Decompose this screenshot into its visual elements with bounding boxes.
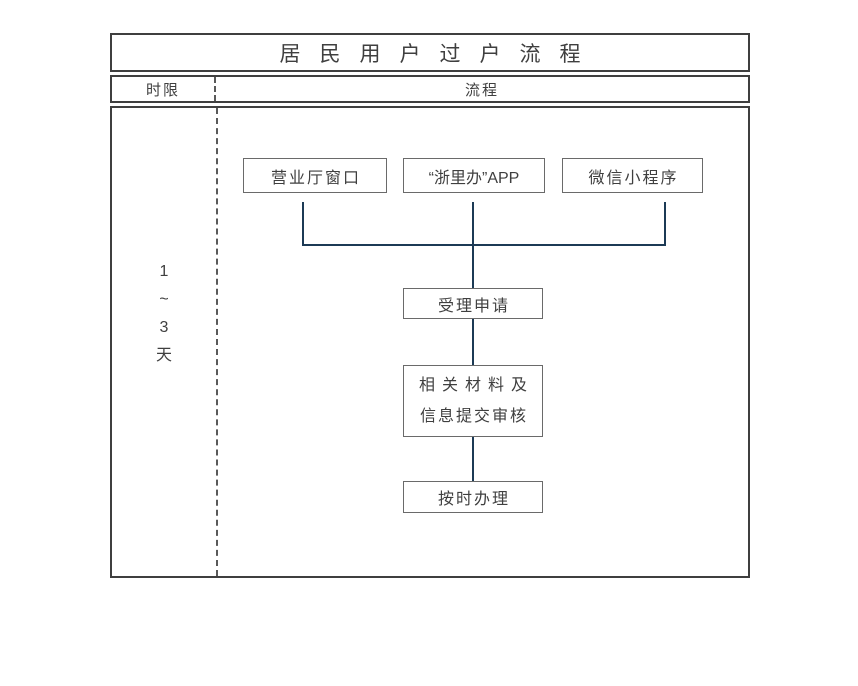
flow-node-label-line2: 信息提交审核	[419, 408, 528, 425]
connector-channel1-down	[302, 202, 304, 246]
flow-node-process-on-time: 按时办理	[403, 481, 543, 513]
time-limit-line: 天	[155, 347, 172, 364]
flow-node-label: 受理申请	[437, 297, 510, 315]
header-cell-process: 流程	[464, 81, 499, 99]
time-limit-line: ~	[159, 291, 169, 308]
flow-node-label: 按时办理	[437, 491, 510, 508]
time-limit-value: 1 ~ 3 天	[112, 258, 216, 370]
title-row: 居民用户过户流程	[110, 33, 750, 72]
page-title: 居民用户过户流程	[279, 42, 600, 66]
connector-channel3-down	[664, 202, 666, 246]
connector-accept-to-review	[472, 319, 474, 365]
time-limit-line: 1	[159, 263, 169, 280]
flow-node-zheliban-app: “浙里办”APP	[403, 158, 545, 193]
flow-node-label-line1: 相关材料及	[418, 377, 534, 394]
header-cell-time-limit: 时限	[112, 77, 216, 101]
connector-review-to-process	[472, 437, 474, 481]
flow-node-wechat-miniprogram: 微信小程序	[562, 158, 703, 193]
time-limit-line: 3	[159, 319, 169, 336]
table-body: 1 ~ 3 天	[110, 106, 750, 578]
column-divider-dashed	[216, 108, 218, 576]
flow-node-label: “浙里办”APP	[428, 169, 520, 187]
flow-node-service-hall: 营业厅窗口	[243, 158, 387, 193]
flow-node-accept-application: 受理申请	[403, 288, 543, 319]
flow-node-submit-materials-review: 相关材料及 信息提交审核	[403, 365, 543, 437]
flow-node-label: 营业厅窗口	[270, 169, 361, 187]
connector-merge-horizontal	[302, 244, 666, 246]
flow-node-label: 微信小程序	[588, 169, 679, 187]
table-header-row: 时限 流程	[110, 75, 750, 103]
